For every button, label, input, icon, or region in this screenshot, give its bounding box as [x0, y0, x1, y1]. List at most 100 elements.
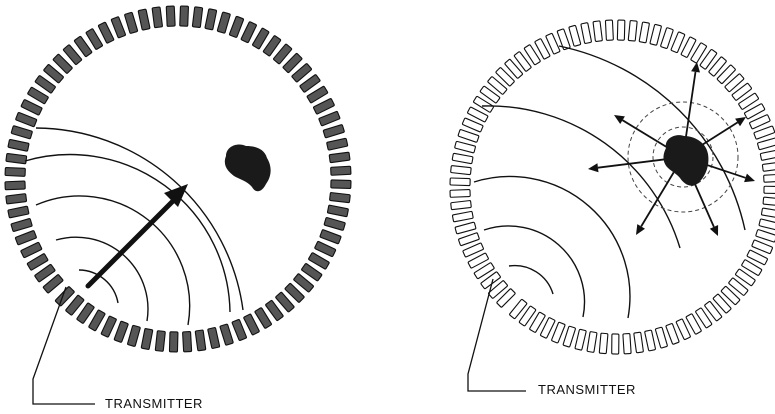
sensor-element — [15, 112, 37, 127]
sensor-element — [327, 205, 348, 217]
sensor-element — [599, 333, 608, 354]
sensor-element — [617, 20, 625, 40]
sensor-element — [155, 331, 165, 352]
scatter-arrowhead — [744, 174, 755, 183]
sensor-element — [605, 20, 613, 40]
left-panel — [5, 6, 351, 404]
sensor-element — [241, 21, 257, 42]
sensor-element — [5, 167, 25, 176]
sensor-element — [152, 7, 162, 28]
sensor-element — [756, 229, 775, 242]
sensor-element — [458, 129, 479, 142]
sensor-element — [195, 330, 206, 351]
sensor-element — [569, 25, 581, 46]
sensor-element — [666, 323, 680, 344]
sensor-element — [764, 174, 775, 182]
sensor-element — [634, 332, 644, 353]
sensor-element — [21, 242, 42, 258]
sensor-element — [763, 197, 775, 206]
sensor-element — [111, 17, 126, 39]
sensor-element — [169, 332, 178, 352]
sensor-element — [324, 217, 345, 230]
sensor-element — [451, 200, 472, 209]
sensor-element — [563, 326, 576, 347]
sensor-element — [587, 332, 597, 353]
scatter-arrow — [623, 120, 668, 147]
sensor-element — [15, 230, 37, 245]
scatter-arrow — [686, 72, 696, 139]
sensor-element — [593, 21, 602, 42]
scatter-arrowhead — [691, 62, 700, 73]
transmitter-label-right: TRANSMITTER — [538, 382, 636, 397]
sensor-element — [205, 9, 217, 30]
sensor-element — [127, 325, 140, 346]
sensor-element — [452, 153, 473, 163]
sensor-element — [660, 28, 673, 49]
sensor-element — [11, 218, 32, 231]
wavefront-arcs-right — [474, 46, 745, 318]
sensor-element — [655, 327, 667, 348]
sensor-element — [192, 7, 202, 28]
sensor-element — [314, 241, 335, 257]
leader-line — [33, 287, 95, 404]
sensor-element — [645, 330, 656, 351]
sensor-element — [232, 319, 247, 341]
sensor-element — [8, 139, 29, 151]
sensor-element — [98, 22, 114, 43]
sensor-element — [21, 99, 42, 115]
sensor-element — [455, 222, 476, 234]
sensor-element — [612, 334, 619, 354]
sensor-element — [754, 126, 775, 140]
sensor-element — [217, 12, 230, 33]
sensor-element — [458, 233, 479, 246]
leader-line — [468, 279, 526, 391]
scatter-arrow — [698, 122, 737, 147]
wavefront-arc — [509, 266, 553, 294]
sensor-element — [762, 162, 775, 172]
sensor-element — [5, 181, 25, 190]
sensor-element — [124, 12, 137, 33]
sensor-ring-left — [5, 6, 351, 352]
transmitter-label-left: TRANSMITTER — [105, 396, 203, 411]
sensor-element — [166, 6, 175, 26]
sensor-element — [6, 153, 27, 163]
wavefront-arc — [36, 128, 243, 310]
sensor-element — [180, 6, 189, 26]
sensor-element — [183, 331, 192, 351]
right-panel — [450, 20, 775, 391]
scatter-arrowhead — [588, 163, 599, 172]
sensor-element — [575, 329, 586, 350]
sensor-element — [323, 124, 344, 137]
sensor-element — [327, 138, 348, 150]
sensor-element — [141, 328, 153, 349]
wavefront-arc — [474, 176, 630, 318]
sensor-element — [208, 327, 220, 348]
scatter-arrowhead — [735, 117, 746, 126]
sensor-element — [320, 229, 342, 244]
sensor-element — [450, 178, 470, 186]
sensor-element — [313, 98, 334, 114]
sensor-element — [229, 16, 244, 38]
sensor-element — [331, 180, 351, 189]
sensor-ring-right — [450, 20, 775, 354]
sensor-element — [450, 190, 470, 198]
sensor-element — [319, 111, 341, 126]
sensor-element — [6, 194, 27, 204]
scatter-arrowhead — [636, 224, 645, 235]
sensor-element — [623, 333, 631, 353]
sensor-element — [451, 166, 472, 175]
sensor-element — [628, 21, 637, 42]
scatter-arrowhead — [614, 115, 625, 124]
sensor-element — [759, 219, 775, 231]
sensor-element — [243, 314, 259, 335]
sensor-element — [329, 152, 350, 163]
sensor-element — [220, 324, 234, 345]
sensor-element — [452, 211, 473, 222]
sensor-element — [760, 150, 775, 161]
sensor-element — [764, 186, 775, 193]
sensor-element — [639, 22, 649, 43]
sensor-element — [761, 208, 775, 218]
sensor-element — [114, 321, 128, 343]
sensor-element — [330, 192, 351, 202]
